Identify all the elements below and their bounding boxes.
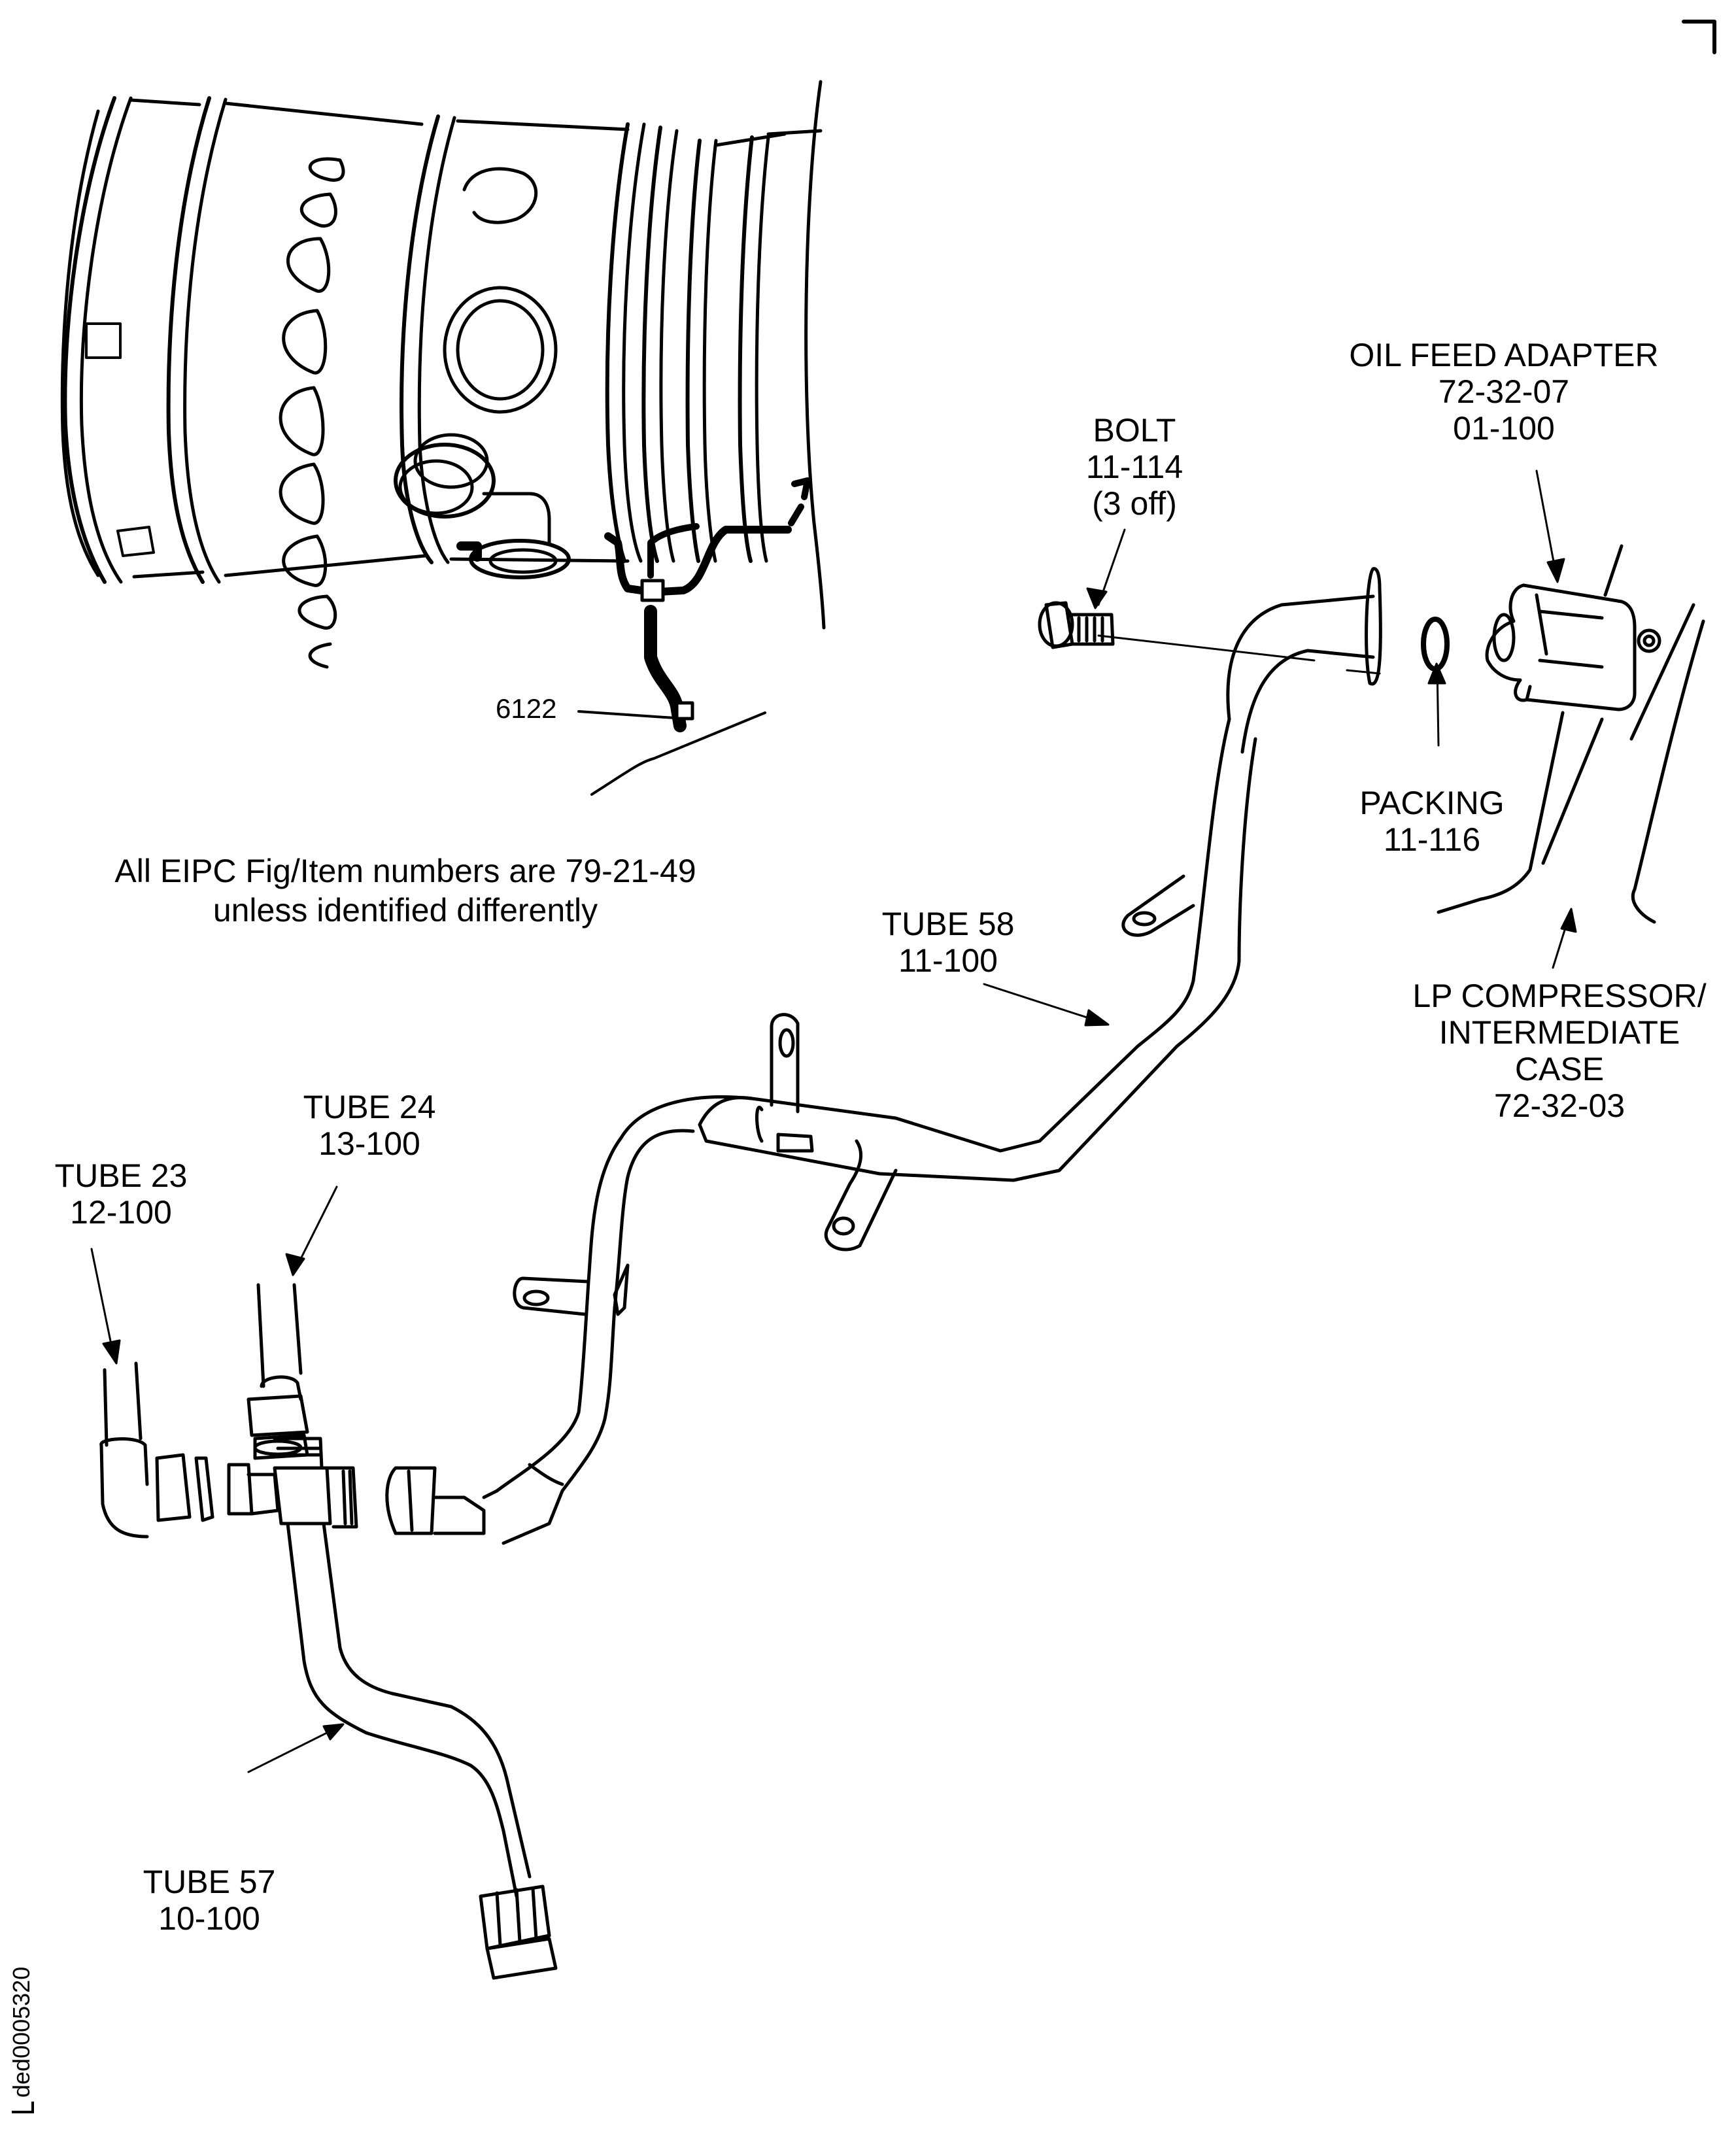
callout-bolt-qty: (3 off) [1092,485,1177,522]
tee-fitting-cluster [99,1283,558,1980]
leader-6122 [577,710,676,719]
eipc-note: All EIPC Fig/Item numbers are 79-21-49 u… [114,851,696,930]
callout-tube-23: TUBE 23 12-100 [55,1157,188,1231]
callout-oil-feed-adapter-title: OIL FEED ADAPTER [1349,337,1659,373]
drawing-id: ded0005320 [8,1967,35,2113]
callout-lp-case-line1: LP COMPRESSOR/ [1412,978,1707,1014]
callout-bolt-title: BOLT [1093,412,1176,449]
oil-feed-adapter-drawing [1421,544,1705,924]
callout-packing-item: 11-116 [1383,821,1481,858]
callout-lp-case-line2: INTERMEDIATE [1438,1014,1680,1051]
callout-packing: PACKING 11-116 [1359,785,1504,858]
callout-tube-24-item: 13-100 [318,1125,420,1162]
inset-callout-6122: 6122 [496,693,557,724]
callout-tube-23-title: TUBE 23 [54,1157,188,1194]
drawing-id-corner-mark [12,2102,35,2113]
callout-oil-feed-adapter-item: 01-100 [1453,410,1555,447]
tube-58-drawing [482,567,1382,1545]
callout-tube-23-item: 12-100 [70,1194,172,1231]
callout-tube-58-item: 11-100 [898,942,998,979]
callout-packing-title: PACKING [1359,785,1505,821]
callout-tube-24: TUBE 24 13-100 [303,1089,436,1162]
callout-lp-case-ata: 72-32-03 [1493,1087,1625,1124]
callout-tube-24-title: TUBE 24 [303,1089,436,1125]
callout-bolt: BOLT 11-114 (3 off) [1086,412,1183,522]
eipc-note-line2: unless identified differently [213,892,598,929]
callout-bolt-item: 11-114 [1085,449,1183,485]
callout-tube-58-title: TUBE 58 [881,906,1015,942]
drawing-id-text: ded0005320 [8,1966,35,2098]
callout-lp-compressor-case: LP COMPRESSOR/ INTERMEDIATE CASE 72-32-0… [1412,978,1706,1124]
bolt-drawing [1038,601,1381,675]
callout-tube-58: TUBE 58 11-100 [882,906,1015,979]
callout-tube-57-title: TUBE 57 [143,1864,276,1900]
callout-tube-57: TUBE 57 10-100 [143,1864,276,1937]
leader-arrows [90,469,1577,1773]
engine-casing-inset [60,80,826,796]
eipc-note-line1: All EIPC Fig/Item numbers are 79-21-49 [114,853,696,889]
callout-oil-feed-adapter-ata: 72-32-07 [1438,373,1570,410]
crop-mark-top-right [1682,20,1716,54]
callout-oil-feed-adapter: OIL FEED ADAPTER 72-32-07 01-100 [1349,337,1658,447]
packing-ring [1421,617,1450,672]
callout-tube-57-item: 10-100 [158,1900,260,1937]
callout-lp-case-line3: CASE [1514,1051,1605,1087]
